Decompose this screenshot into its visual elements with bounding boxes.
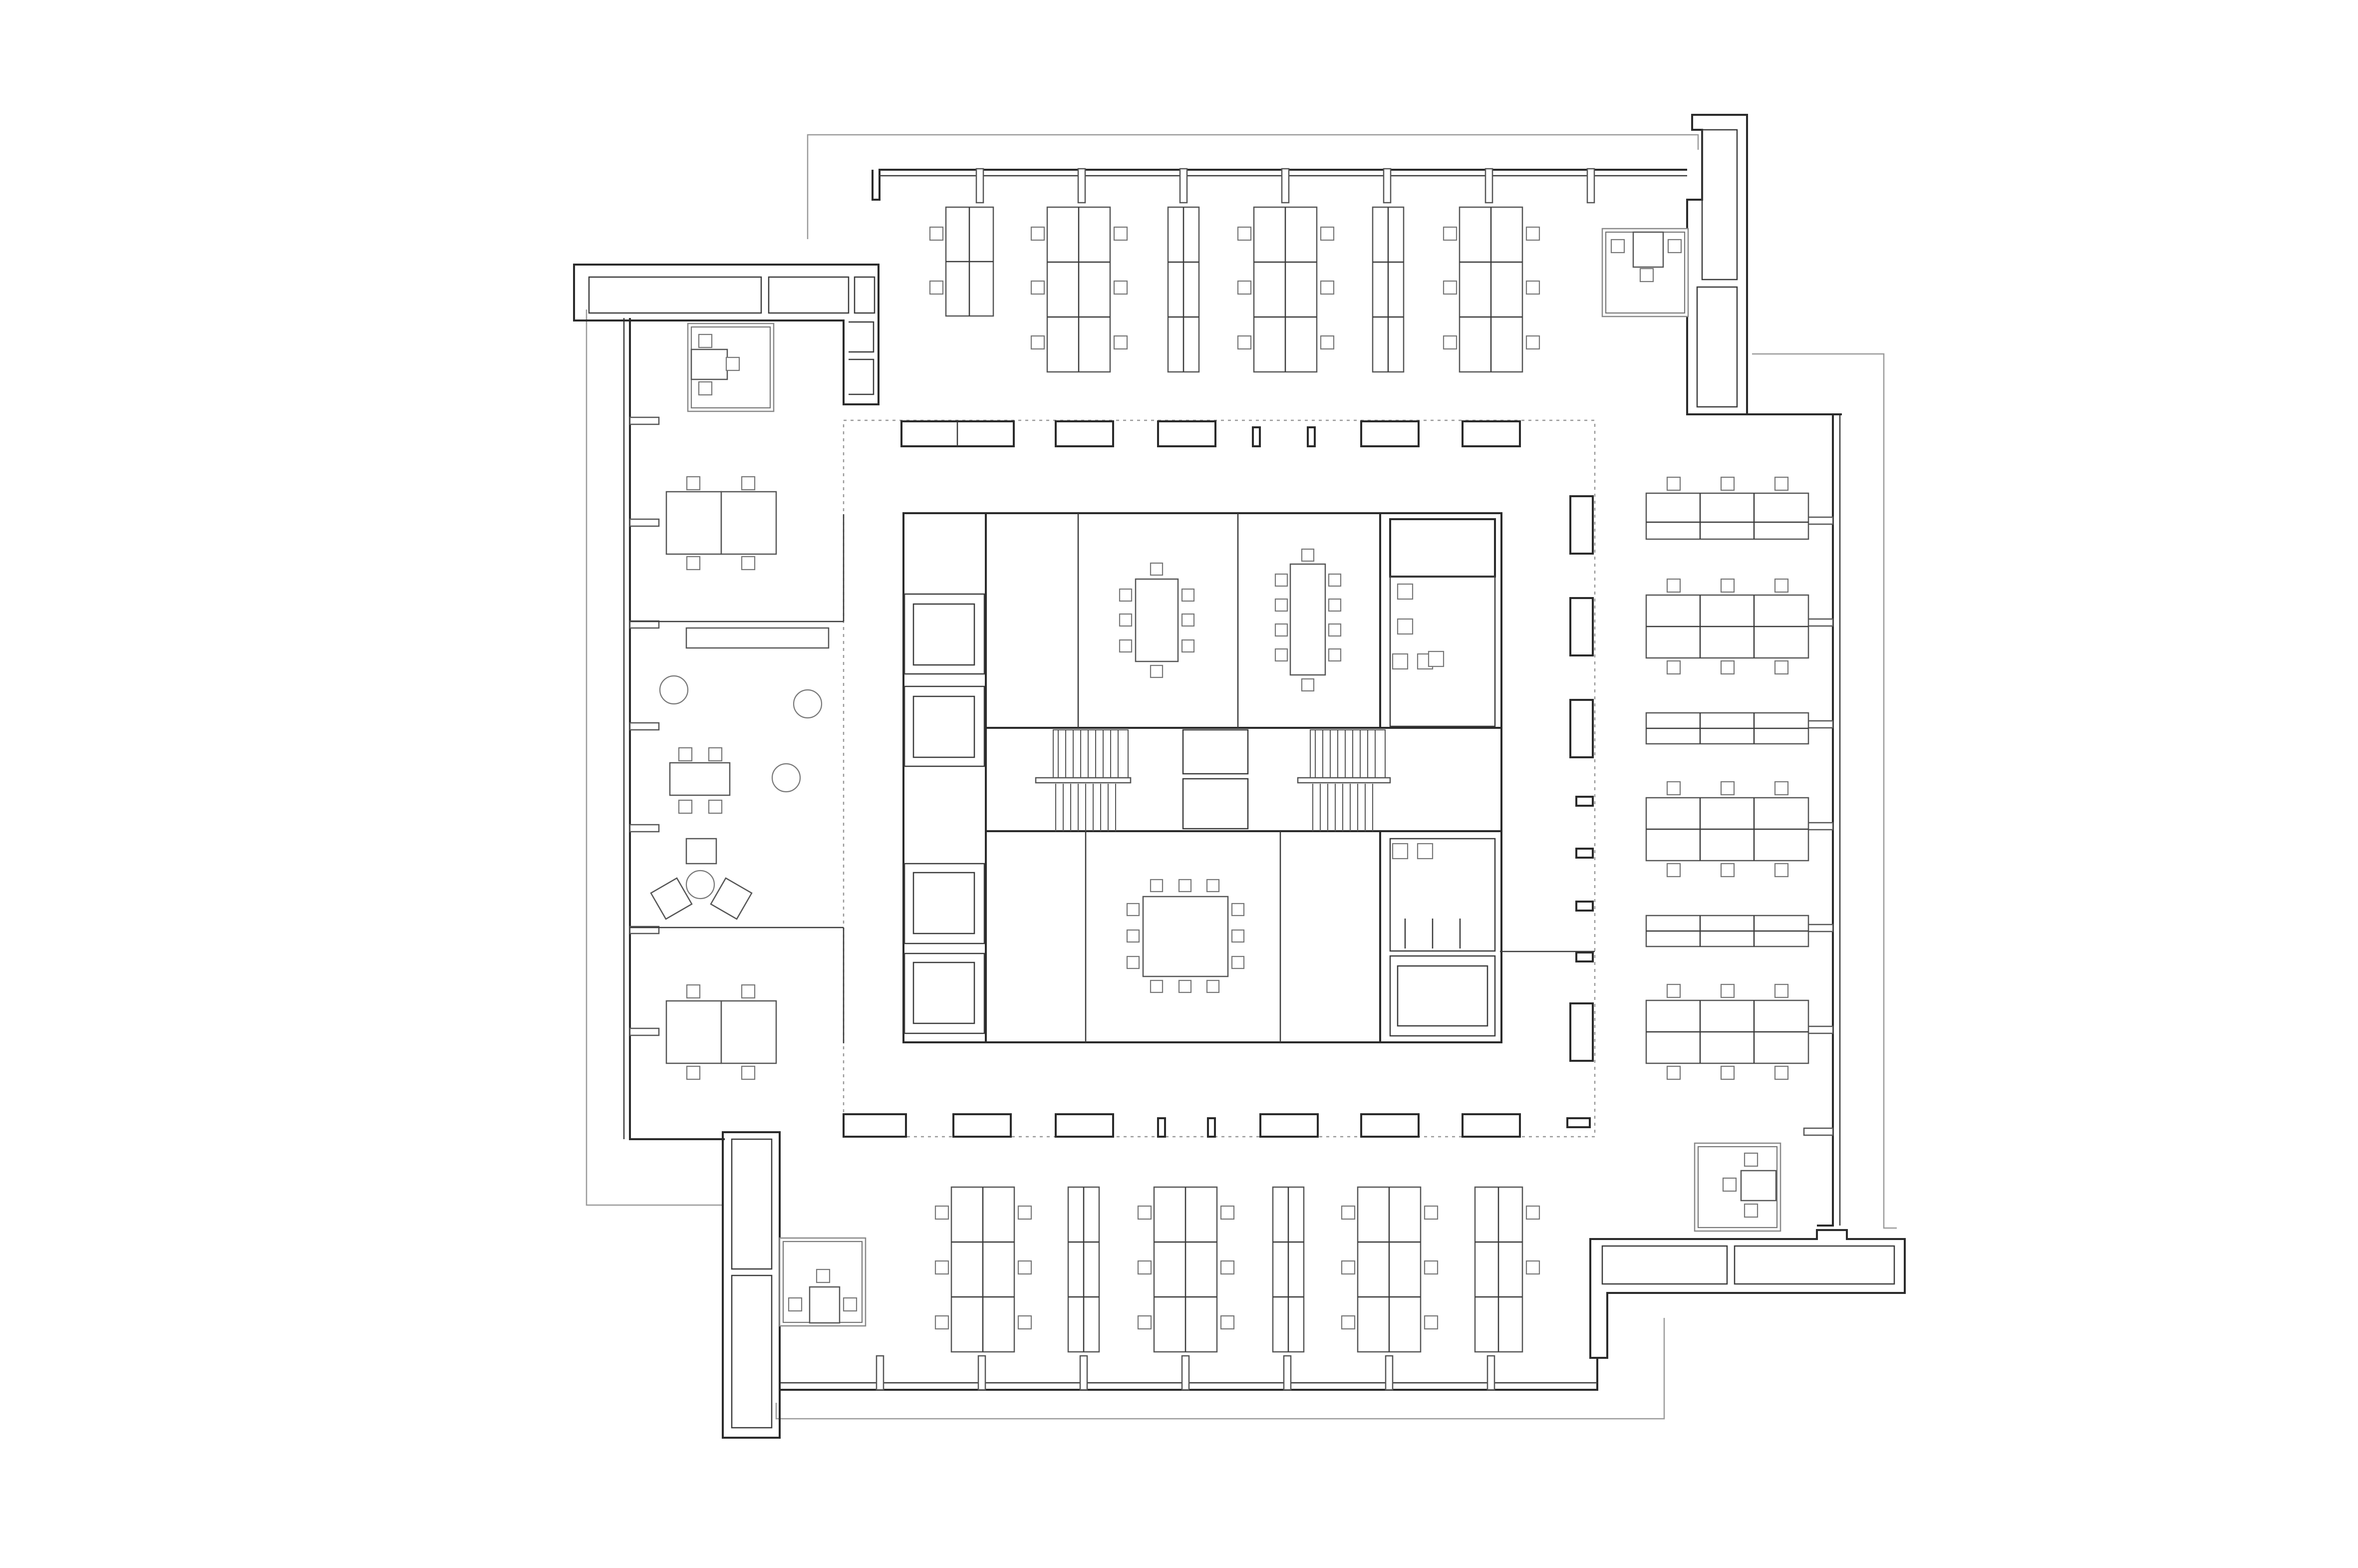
northeast-shaft [1686,114,1842,415]
restroom-south [1392,843,1461,948]
north-desks-6 [1443,206,1540,373]
east-desks-4 [1645,781,1809,878]
northwest-shaft [573,264,880,405]
south-desks-4 [1272,1186,1305,1353]
restroom-north [1392,583,1445,670]
core-columns-south [843,1113,1591,1138]
lounge [650,675,823,920]
south-desks-1 [934,1186,1032,1353]
phone-booth-nw [687,322,775,412]
south-desks-5 [1341,1186,1439,1353]
phone-booth-ne [1601,228,1689,317]
east-desks-5 [1645,915,1809,947]
west-desk-cluster-1 [665,476,777,571]
stair-core-west [1035,729,1132,831]
south-mullions [876,1355,1495,1391]
south-desks-3 [1137,1186,1235,1353]
east-desks-1 [1645,476,1809,540]
core-columns-east [1569,495,1594,1062]
exterior-wall [623,169,1841,1391]
southwest-shaft [722,1131,781,1439]
phone-booth-se [1694,1142,1781,1232]
core-columns-north [900,420,1521,447]
meeting-room-1 [1119,562,1195,678]
west-desk-cluster-2 [665,984,777,1080]
east-desks-6 [1645,983,1809,1080]
meeting-room-3 [1126,879,1245,993]
phone-booth-sw [779,1237,867,1327]
north-desks-3 [1167,206,1200,373]
east-desks-3 [1645,712,1809,745]
north-desks-1 [929,206,994,317]
southeast-shaft [1589,1229,1906,1359]
meeting-room-2 [1274,548,1342,692]
west-wing-partitions [630,514,845,1043]
south-desks-2 [1067,1186,1100,1353]
north-desks-2 [1030,206,1128,373]
north-desks-4 [1237,206,1335,373]
central-core [902,512,1502,1043]
south-desks-6 [1474,1186,1540,1353]
east-desks-2 [1645,578,1809,675]
slab-edge [586,134,1897,1420]
stair-core-east [1297,729,1391,831]
west-mullions [629,416,660,1036]
north-desks-5 [1372,206,1405,373]
north-mullions [975,168,1595,204]
